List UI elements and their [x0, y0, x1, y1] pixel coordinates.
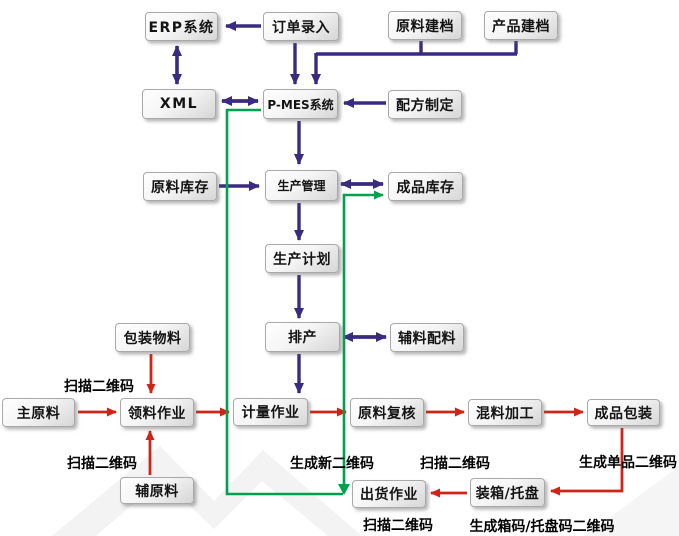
line-pmes-feedback-loop [225, 108, 343, 496]
label-scan-qr-recheck: 扫描二维码 [420, 456, 490, 472]
node-material-recheck: 原料复核 [350, 398, 424, 427]
label-gen-new-qr: 生成新二维码 [290, 456, 374, 472]
node-aux-material: 辅原料 [120, 477, 194, 504]
node-order-entry: 订单录入 [263, 12, 339, 41]
arrow-archives-bus-to-pmes [311, 41, 518, 85]
label-scan-qr-pick: 扫描二维码 [64, 379, 134, 395]
node-boxing-pallet: 装箱/托盘 [470, 478, 545, 507]
node-xml: XML [142, 89, 216, 119]
node-mixing: 混料加工 [468, 399, 542, 426]
label-gen-item-qr: 生成单品二维码 [579, 455, 677, 471]
arrow-loop-to-finished-inventory [342, 190, 384, 491]
node-metering: 计量作业 [233, 398, 308, 426]
node-recipe-formulation: 配方制定 [388, 90, 462, 119]
node-finished-inventory: 成品库存 [388, 172, 463, 201]
node-production-mgmt: 生产管理 [265, 170, 338, 201]
label-scan-qr-aux: 扫描二维码 [67, 456, 137, 472]
node-finished-packaging: 成品包装 [587, 399, 660, 426]
node-production-plan: 生产计划 [265, 244, 339, 273]
node-erp-system: ERP系统 [145, 12, 218, 41]
node-scheduling: 排产 [265, 322, 340, 352]
arrow-finished-packaging-to-boxing [550, 428, 624, 496]
node-material-archive: 原料建档 [388, 11, 462, 40]
node-product-archive: 产品建档 [484, 11, 558, 40]
label-gen-box-pallet-qr: 生成箱码/托盘码二维码 [469, 519, 615, 535]
node-packaging-material: 包装物料 [115, 323, 190, 352]
arrow-loop-down-junction [338, 484, 350, 495]
node-aux-batching: 辅料配料 [390, 323, 464, 352]
node-material-inventory: 原料库存 [143, 172, 217, 201]
node-picking: 领料作业 [120, 398, 194, 427]
node-shipping: 出货作业 [352, 480, 426, 508]
label-scan-qr-ship: 扫描二维码 [363, 518, 433, 534]
node-pmes-system: P-MES系统 [263, 89, 338, 119]
node-main-material: 主原料 [2, 398, 75, 427]
